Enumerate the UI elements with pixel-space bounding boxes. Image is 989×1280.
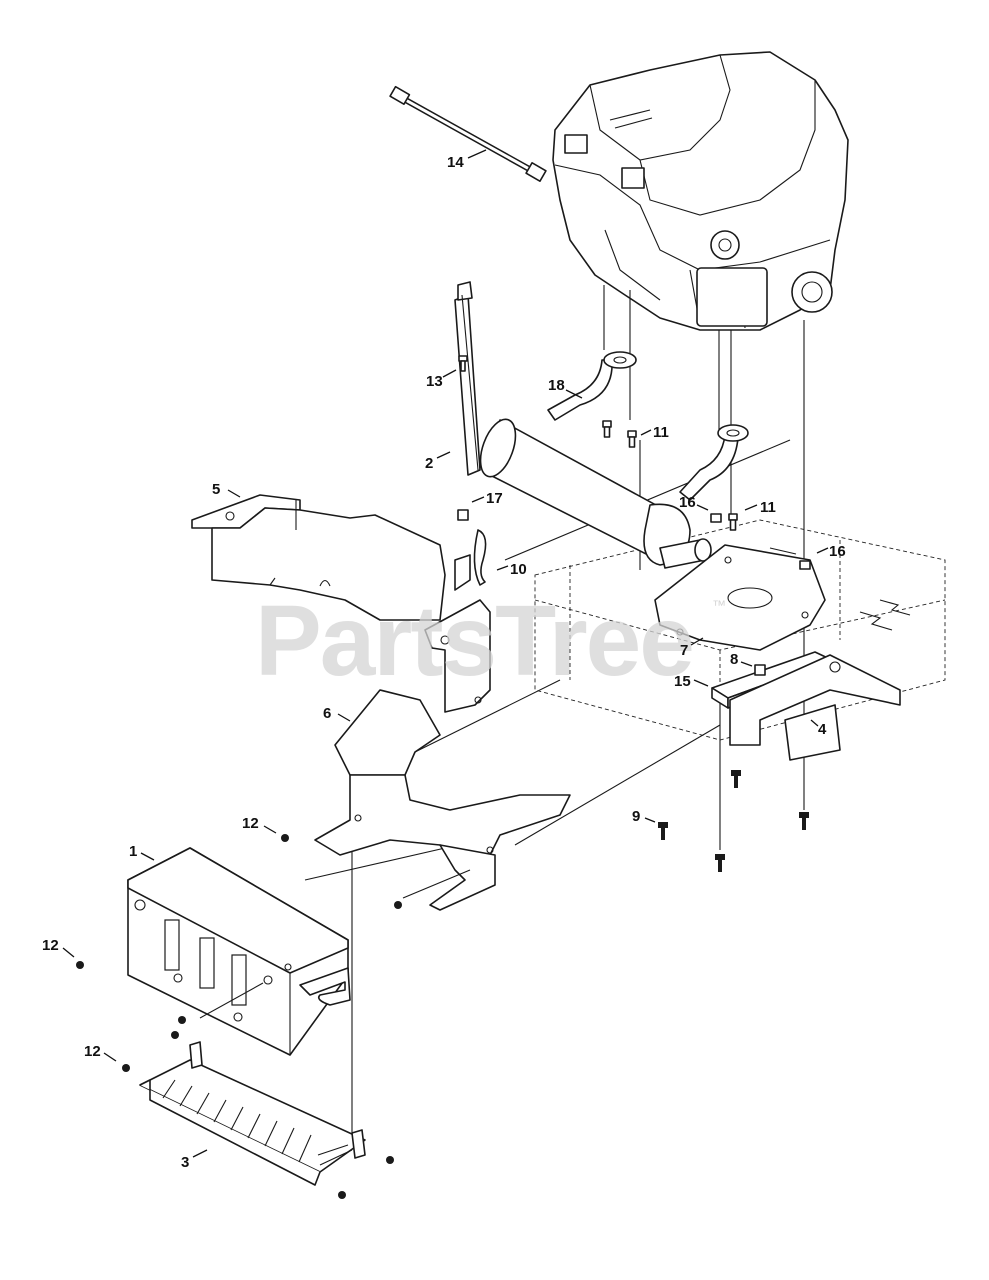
grate-slots [162, 1079, 312, 1163]
part-7-plate [654, 544, 826, 651]
part-14-tube [389, 85, 547, 182]
callout-3: 3 [181, 1154, 189, 1171]
nut-8 [754, 664, 766, 676]
callout-13: 13 [426, 373, 443, 390]
watermark-trademark: ™ [712, 597, 726, 613]
watermark: PartsTree [255, 585, 693, 697]
callout-6: 6 [323, 705, 331, 722]
callout-12: 12 [42, 937, 59, 954]
part-2-shield [454, 281, 481, 476]
bolt-9d [799, 812, 809, 830]
callout-14: 14 [447, 154, 464, 171]
callout-9: 9 [632, 808, 640, 825]
nut-16a [710, 513, 722, 523]
callout-7: 7 [680, 642, 688, 659]
bolt-9a [658, 822, 668, 840]
callout-2: 2 [425, 455, 433, 472]
callout-16: 16 [679, 494, 696, 511]
engine [552, 51, 849, 331]
bolt-11a [602, 420, 612, 438]
part-6-deflector [314, 689, 571, 911]
callout-11: 11 [760, 499, 776, 516]
callout-18: 18 [548, 377, 565, 394]
callout-12: 12 [242, 815, 259, 832]
screw-12c [122, 1064, 130, 1072]
callout-10: 10 [510, 561, 527, 578]
bolt-11c [728, 513, 738, 531]
muffler [479, 418, 712, 569]
callout-1: 1 [129, 843, 137, 860]
callout-15: 15 [674, 673, 691, 690]
screw-12a [281, 834, 289, 842]
callout-5: 5 [212, 481, 220, 498]
callout-17: 17 [486, 490, 503, 507]
part-3-grate [139, 1041, 366, 1186]
bolt-13 [458, 355, 468, 372]
nut-16b [799, 560, 811, 570]
callout-16: 16 [829, 543, 846, 560]
callout-8: 8 [730, 651, 738, 668]
bolt-9b [731, 770, 741, 788]
nut-17 [457, 509, 469, 521]
fasteners [76, 355, 811, 1199]
bolt-11b [627, 430, 637, 448]
callout-11: 11 [653, 424, 669, 441]
bolt-9c [715, 854, 725, 872]
part-4-bracket [729, 654, 901, 761]
callout-12: 12 [84, 1043, 101, 1060]
callout-labels: 14 13 18 11 2 17 5 16 11 16 10 7 8 15 4 … [42, 154, 846, 1171]
leader-lines [62, 149, 829, 1158]
part-5-shield [191, 494, 446, 621]
part-18-exhaust-pipe [547, 351, 749, 501]
part-1-cover [127, 847, 351, 1056]
callout-4: 4 [818, 721, 827, 738]
part-10-bracket [424, 529, 491, 713]
screw-12b [76, 961, 84, 969]
